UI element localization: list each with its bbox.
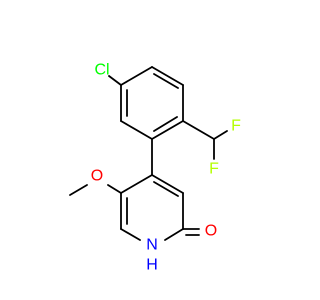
bond-c1-c2	[151, 66, 184, 86]
nitrogen-atom-label: N	[146, 237, 158, 254]
bond-c4-c5	[120, 120, 153, 140]
bond-o-ch3	[69, 184, 88, 196]
carbonyl-oxygen-atom-label: O	[205, 223, 217, 240]
bond-c6-c1	[120, 66, 153, 86]
bond-c7-c8-inner	[153, 181, 179, 197]
bond-c3-c4	[151, 120, 184, 140]
bond-c6-cl	[108, 75, 122, 86]
fluorine-atom-label-upper: F	[231, 118, 241, 135]
fluorine-atom-label-lower: F	[209, 161, 219, 178]
bond-c11-o	[107, 184, 122, 194]
chlorine-atom-label: Cl	[94, 62, 109, 79]
bond-c11-c7	[120, 174, 153, 194]
hydrogen-atom-label: H	[146, 257, 158, 274]
bond-n-c10	[120, 228, 141, 241]
molecule-structure: Cl F F O O N H	[69, 62, 241, 274]
bond-c9-n	[164, 228, 184, 241]
bond-c3-c4-inner	[153, 116, 178, 132]
molecule-canvas: Cl F F O O N H	[69, 62, 241, 274]
bond-c7-c8	[151, 174, 184, 194]
methoxy-oxygen-atom-label: O	[91, 168, 103, 185]
bond-c1-c2-inner	[153, 73, 179, 89]
bond-c3-chf2	[182, 120, 215, 140]
bond-chf2-f1	[213, 130, 228, 140]
